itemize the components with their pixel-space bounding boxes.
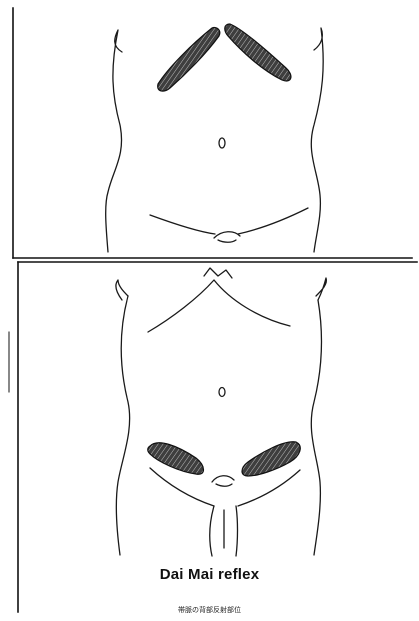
panel-lower-torso — [9, 262, 417, 612]
panel-2-left-shoulder — [116, 280, 128, 300]
right-lower-abdomen-reflex-zone — [242, 442, 300, 476]
panel-2-left-inner-leg — [210, 506, 214, 556]
figure-caption-title: Dai Mai reflex — [0, 566, 419, 583]
panel-1-pubic-mark — [214, 232, 240, 243]
panel-1-left-groin-line — [150, 215, 215, 234]
panel-2-collar — [204, 268, 232, 278]
panel-2-navel — [219, 388, 225, 397]
panel-2-right-shoulder — [316, 278, 326, 300]
panel-2-left-groin-line — [150, 468, 214, 506]
right-subcostal-reflex-zone — [225, 24, 291, 81]
figure-caption-subtitle: 帯脈の背部反射部位 — [0, 605, 419, 615]
panel-1-right-groin-line — [238, 208, 308, 234]
panel-2-right-inner-leg — [236, 506, 238, 556]
panel-2-left-body-outline — [116, 296, 129, 555]
left-subcostal-reflex-zone — [158, 27, 220, 91]
left-lower-abdomen-reflex-zone — [148, 443, 204, 474]
panel-1-right-body-outline — [311, 28, 323, 252]
panel-2-right-body-outline — [311, 300, 321, 555]
panel-upper-torso — [13, 8, 412, 258]
panel-1-navel — [219, 138, 225, 148]
panel-2-pubic-mark — [212, 476, 234, 487]
panel-1-left-body-outline — [106, 30, 122, 252]
panel-2-rib-arch — [148, 280, 290, 332]
